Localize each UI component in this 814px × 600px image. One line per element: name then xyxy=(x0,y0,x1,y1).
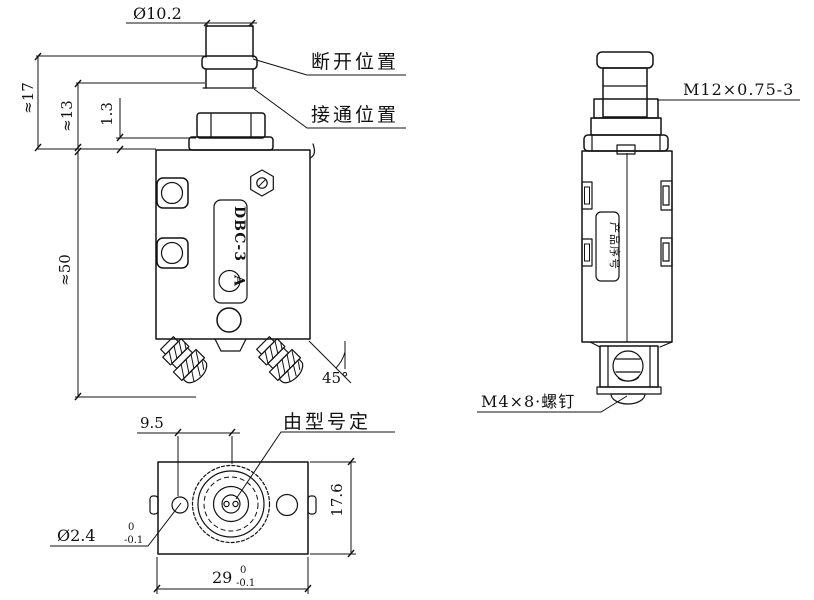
body-outline xyxy=(155,149,311,340)
bottom-notch xyxy=(214,338,247,352)
right-ear xyxy=(307,495,317,515)
left-ear xyxy=(149,495,159,515)
plate-width-tol-upper: 0 xyxy=(240,565,246,576)
bottom-screw-terminal xyxy=(589,341,673,405)
center-boss xyxy=(191,464,271,544)
off-position-label: 断开位置 xyxy=(311,51,399,73)
terminal-screw-right xyxy=(256,336,304,384)
reset-hole xyxy=(216,307,242,333)
hole-offset-dim: 9.5 xyxy=(140,414,164,432)
hex-adjuster xyxy=(250,169,274,197)
serial-label: 产品序号 xyxy=(608,222,622,270)
side-view: 产品序号 xyxy=(581,51,673,405)
push-button xyxy=(201,25,258,89)
base-plate xyxy=(157,461,309,555)
center-note-label: 由型号定 xyxy=(283,411,371,433)
front-view: DBC-3 A xyxy=(155,25,316,384)
plate-width-dim: 29 xyxy=(212,568,232,587)
front-dimensions: Ø10.2 断开位置 接通位置 ≈17 ≈13 1.3 ≈50 45° xyxy=(19,4,406,401)
on-position-leader xyxy=(253,88,406,129)
hole-dia-dim: Ø2.4 xyxy=(57,526,96,545)
bottom-dimensions: 9.5 由型号定 Ø2.4 0 -0.1 17.6 29 0 -0.1 xyxy=(50,411,395,594)
rating-letter: A xyxy=(231,274,247,287)
center-note-leader xyxy=(235,431,395,500)
terminal-angle-dim: 45° xyxy=(322,369,349,387)
serial-plate: 产品序号 xyxy=(595,211,622,282)
bushing-nut xyxy=(188,112,274,151)
left-hole xyxy=(171,496,189,514)
off-position-leader xyxy=(252,58,406,76)
on-position-label: 接通位置 xyxy=(311,104,399,126)
side-slot-left-top xyxy=(581,181,593,210)
right-hole xyxy=(275,493,299,517)
plate-height-dim: 17.6 xyxy=(328,483,346,516)
body-height-dim: ≈50 xyxy=(56,254,74,286)
flange-dim: 1.3 xyxy=(98,102,116,126)
terminal-screw-leader xyxy=(477,395,628,413)
terminal-screw-left xyxy=(160,336,208,384)
button-diameter-dim: Ø10.2 xyxy=(133,4,182,23)
side-slot-right-top xyxy=(660,180,673,211)
height-off-dim: ≈17 xyxy=(19,82,37,114)
side-slot-left-bottom xyxy=(581,238,593,267)
terminal-lug-top xyxy=(156,177,189,209)
plate-width-tol-lower: -0.1 xyxy=(236,578,255,589)
terminal-screw-label: M4×8·螺钉 xyxy=(481,392,575,411)
model-label: DBC-3 xyxy=(231,206,247,262)
height-on-dim: ≈13 xyxy=(58,100,76,132)
model-plate: DBC-3 A xyxy=(213,199,248,304)
plunger xyxy=(583,51,669,155)
hole-dia-leader xyxy=(50,502,182,547)
bottom-view xyxy=(149,461,317,555)
break-mark xyxy=(309,143,316,159)
rating-circle xyxy=(218,269,241,293)
side-callouts: M12×0.75-3 M4×8·螺钉 xyxy=(477,80,800,413)
side-slot-right-bottom xyxy=(660,237,673,267)
terminal-lug-bottom xyxy=(156,237,189,269)
hole-dia-tol-lower: -0.1 xyxy=(124,535,143,546)
thread-spec-label: M12×0.75-3 xyxy=(683,80,794,99)
hole-dia-tol-upper: 0 xyxy=(128,522,134,533)
